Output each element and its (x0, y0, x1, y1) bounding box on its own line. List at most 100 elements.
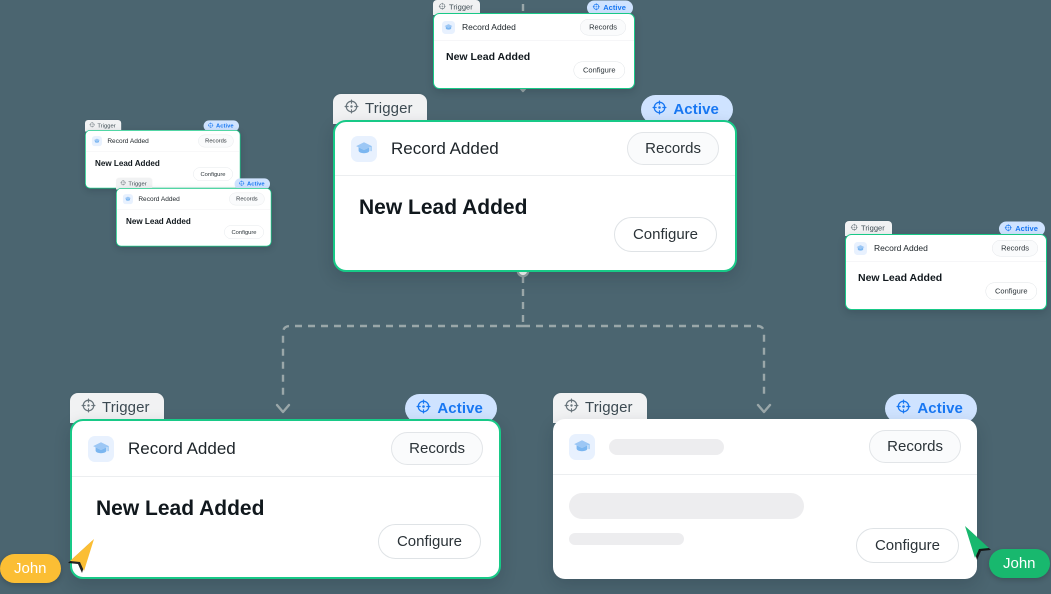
crosshair-icon (1004, 224, 1013, 234)
crosshair-icon (592, 3, 601, 13)
node-body-row: Configure (553, 475, 977, 579)
node-app-title: Record Added (107, 137, 149, 145)
node-body-row: New Lead Added Configure (335, 176, 735, 268)
records-pill: Records (229, 192, 265, 206)
node-header-row: Record Added Records (85, 131, 240, 152)
node-tab: Trigger (85, 120, 122, 132)
graduation-cap-icon (122, 193, 133, 204)
status-badge-label: Active (917, 400, 963, 417)
records-pill: Records (580, 19, 626, 36)
node-app-title: Record Added (874, 243, 928, 253)
status-badge[interactable]: Active (641, 95, 733, 124)
node-tab: Trigger (433, 0, 480, 15)
cursor-name-tag: John (0, 554, 61, 583)
node-tab-label: Trigger (128, 180, 147, 187)
trigger-node-branch-left[interactable]: Trigger Active Record Added Records New … (70, 393, 501, 579)
configure-button[interactable]: Configure (855, 528, 959, 563)
crosshair-icon (896, 399, 911, 418)
node-body-row: New Lead Added Configure (72, 477, 499, 575)
configure-button: Configure (193, 167, 233, 181)
crosshair-icon (416, 399, 431, 418)
crosshair-icon (344, 99, 359, 118)
status-badge: Active (234, 178, 270, 190)
trigger-node-branch-right[interactable]: Trigger Active Records Configure (553, 393, 977, 579)
crosshair-icon (438, 2, 447, 13)
cursor-name-tag: John (989, 549, 1050, 578)
node-tab-label: Trigger (102, 399, 150, 416)
node-header-row: Record Added Records (335, 122, 735, 176)
graduation-cap-icon (854, 241, 867, 255)
node-app-title-placeholder (609, 438, 869, 455)
configure-button: Configure (985, 282, 1037, 300)
status-badge: Active (203, 120, 239, 132)
node-header-row: Record Added Records (846, 235, 1046, 262)
status-badge-label: Active (437, 400, 483, 417)
status-badge-label: Active (216, 122, 234, 130)
node-header-row: Record Added Records (72, 421, 499, 477)
graduation-cap-icon (442, 20, 455, 34)
node-app-title: Record Added (462, 22, 516, 32)
node-lead-title: New Lead Added (359, 196, 528, 219)
skeleton-line-small (569, 533, 684, 545)
node-header-row: Record Added Records (116, 189, 271, 210)
graduation-cap-icon (569, 433, 595, 460)
node-tab-label: Trigger (449, 3, 473, 12)
status-badge-label: Active (673, 101, 719, 118)
records-pill[interactable]: Records (869, 430, 961, 463)
crosshair-icon (81, 398, 96, 417)
configure-button[interactable]: Configure (613, 217, 717, 252)
status-badge[interactable]: Active (885, 394, 977, 423)
node-tab-label: Trigger (861, 224, 885, 233)
crosshair-icon (89, 122, 95, 129)
node-tab-label: Trigger (365, 100, 413, 117)
records-pill: Records (992, 240, 1038, 257)
node-card: Records Configure (553, 419, 977, 579)
graduation-cap-icon (88, 435, 114, 462)
configure-button: Configure (573, 61, 625, 79)
node-lead-title: New Lead Added (95, 159, 160, 169)
status-badge-label: Active (603, 3, 626, 13)
node-tab[interactable]: Trigger (70, 393, 164, 423)
status-badge-label: Active (1015, 224, 1038, 234)
status-badge[interactable]: Active (405, 394, 497, 423)
crosshair-icon (652, 100, 667, 119)
status-badge: Active (999, 221, 1045, 236)
records-pill[interactable]: Records (391, 432, 483, 465)
node-app-title: Record Added (391, 138, 499, 158)
node-app-title: Record Added (138, 195, 180, 203)
connector-branch-right (523, 324, 766, 398)
records-pill: Records (198, 134, 234, 148)
node-tab-label: Trigger (585, 399, 633, 416)
trigger-node-root[interactable]: Trigger Active Record Added Records New … (333, 94, 737, 272)
status-badge-label: Active (247, 180, 265, 188)
node-tab: Trigger (116, 178, 153, 190)
node-lead-title: New Lead Added (858, 272, 943, 284)
crosshair-icon (564, 398, 579, 417)
graduation-cap-icon (91, 135, 102, 146)
crosshair-icon (239, 180, 245, 187)
node-card: Record Added Records New Lead Added Conf… (70, 419, 501, 579)
status-badge: Active (587, 0, 633, 15)
node-card: Record Added Records New Lead Added Conf… (333, 120, 737, 272)
skeleton-line-large (569, 493, 804, 519)
skeleton-title (609, 438, 724, 455)
configure-button[interactable]: Configure (377, 524, 481, 559)
node-tab[interactable]: Trigger (333, 94, 427, 124)
node-tab[interactable]: Trigger (553, 393, 647, 423)
node-header-row: Record Added Records (434, 14, 634, 41)
node-lead-title: New Lead Added (446, 51, 531, 63)
connector-branch-left (281, 324, 523, 398)
records-pill[interactable]: Records (627, 132, 719, 165)
crosshair-icon (208, 122, 214, 129)
